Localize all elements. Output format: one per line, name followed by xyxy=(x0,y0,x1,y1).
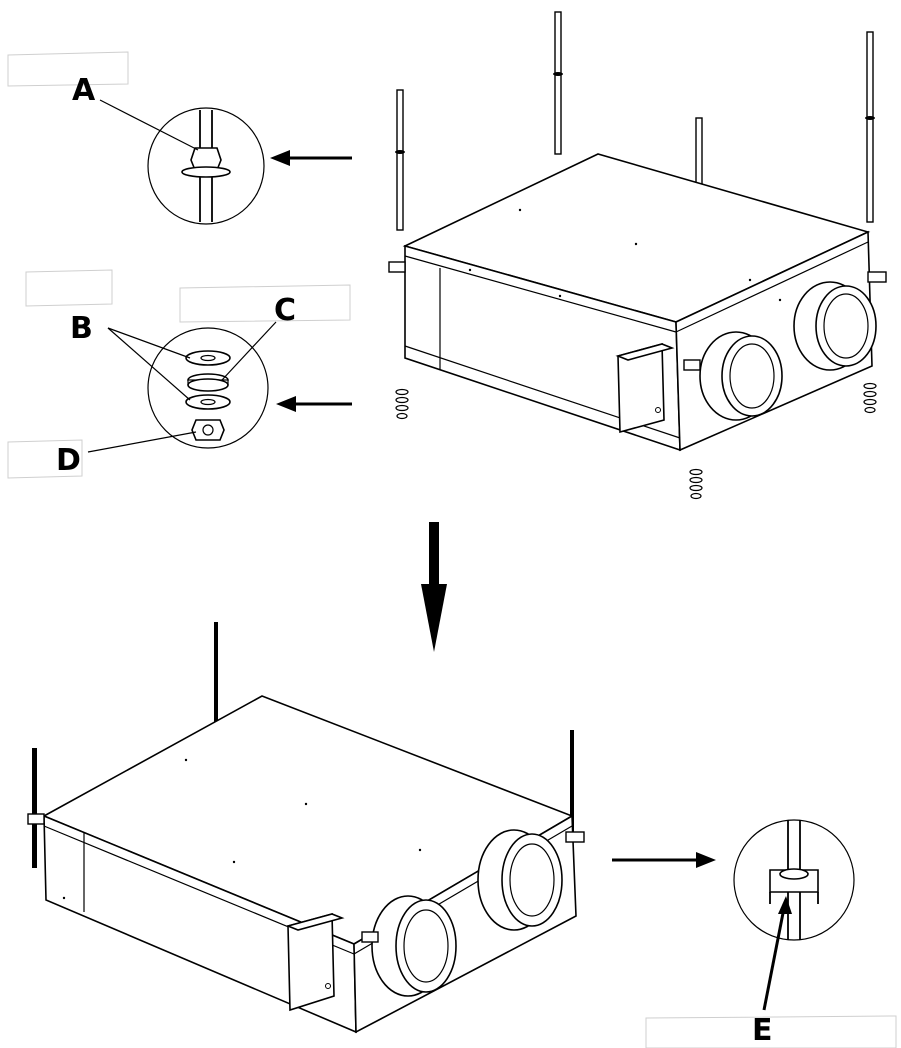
duct-collar-bottom-back xyxy=(477,829,563,931)
pointer-arrow-e xyxy=(612,852,716,868)
mounting-brackets-top xyxy=(388,261,887,371)
callout-label-d: D xyxy=(56,443,81,478)
pointer-arrow-bcd xyxy=(276,396,352,412)
leader-line-b2 xyxy=(107,327,191,401)
duct-collar-back xyxy=(793,281,877,371)
leader-line-c xyxy=(221,321,277,381)
ventilation-unit-bottom xyxy=(27,622,585,1034)
leader-line-a xyxy=(99,99,199,151)
detail-circle-bcd xyxy=(87,321,277,453)
duct-collar-bottom-front xyxy=(371,895,457,997)
ventilation-unit-top xyxy=(388,11,887,500)
leader-line-d xyxy=(87,431,197,453)
leader-line-b1 xyxy=(107,327,191,359)
detail-circle-a xyxy=(99,99,265,225)
washer-stacks xyxy=(395,382,877,500)
detail-circle-e xyxy=(733,819,855,1011)
callout-label-a: A xyxy=(72,73,96,108)
callout-label-c: C xyxy=(274,293,296,328)
down-arrow xyxy=(421,522,447,652)
duct-collar-front xyxy=(699,331,783,421)
leader-line-e xyxy=(762,907,786,1011)
blank-label-tabs xyxy=(7,51,897,1048)
callout-label-b: B xyxy=(70,311,93,346)
callout-label-e: E xyxy=(752,1013,773,1048)
pointer-arrow-a xyxy=(270,150,352,166)
